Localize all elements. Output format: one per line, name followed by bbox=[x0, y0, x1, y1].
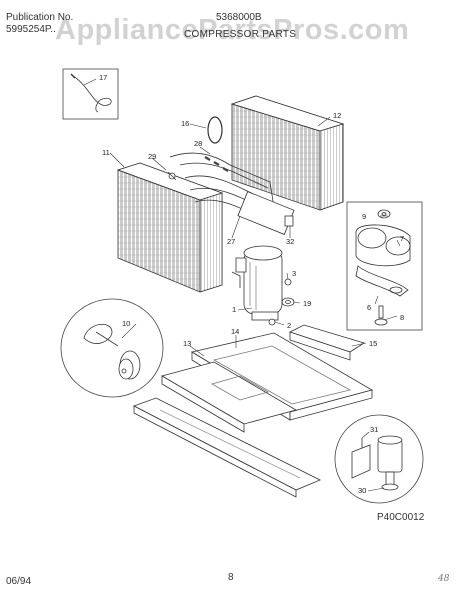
handwritten-mark: 48 bbox=[438, 574, 450, 584]
leader-lines bbox=[83, 78, 401, 492]
part-13-drain-tray bbox=[160, 361, 298, 433]
part-17-capillary-tube bbox=[62, 68, 119, 120]
part-32-fitting bbox=[284, 215, 294, 227]
page-number: 8 bbox=[228, 572, 234, 583]
publication-label: Publication No. bbox=[6, 12, 74, 23]
part-3-bolt bbox=[284, 278, 292, 286]
callout-19: 19 bbox=[303, 299, 311, 308]
callout-16: 16 bbox=[181, 119, 189, 128]
callout-6: 6 bbox=[367, 303, 371, 312]
part-15-bracket bbox=[288, 324, 365, 361]
callout-29: 29 bbox=[148, 152, 156, 161]
callout-14: 14 bbox=[231, 327, 239, 336]
callout-9: 9 bbox=[362, 212, 366, 221]
footer-date: 06/94 bbox=[6, 576, 32, 587]
callout-30: 30 bbox=[358, 486, 366, 495]
detail-box-terminal-cover bbox=[346, 201, 423, 331]
detail-circle-motor-mount bbox=[334, 414, 424, 504]
callout-13: 13 bbox=[183, 339, 191, 348]
part-19-grommet bbox=[281, 297, 295, 307]
detail-circle-capacitor bbox=[60, 298, 164, 398]
callout-3: 3 bbox=[292, 269, 296, 278]
section-title: COMPRESSOR PARTS bbox=[184, 29, 297, 40]
callout-1: 1 bbox=[232, 305, 236, 314]
callout-2: 2 bbox=[287, 321, 291, 330]
callout-17: 17 bbox=[99, 73, 107, 82]
callout-12: 12 bbox=[333, 111, 341, 120]
part-27-tubing-assembly bbox=[167, 152, 295, 235]
callout-28: 28 bbox=[194, 139, 202, 148]
publication-number: 5995254P.. bbox=[6, 24, 56, 35]
callout-8: 8 bbox=[400, 313, 404, 322]
document-number: 5368000B bbox=[216, 12, 262, 23]
base-plate bbox=[133, 397, 321, 498]
part-16-loop-tube bbox=[207, 116, 223, 144]
callout-32: 32 bbox=[286, 237, 294, 246]
part-1-compressor bbox=[231, 245, 283, 326]
callout-27: 27 bbox=[227, 237, 235, 246]
callout-31: 31 bbox=[370, 425, 378, 434]
part-12-condenser-coil bbox=[230, 95, 345, 211]
callout-10: 10 bbox=[122, 319, 130, 328]
callout-7: 7 bbox=[400, 234, 404, 243]
part-11-evaporator-coil bbox=[116, 162, 224, 293]
callout-15: 15 bbox=[369, 339, 377, 348]
callout-11: 11 bbox=[102, 148, 110, 157]
watermark: AppliancePartsPros.com bbox=[55, 14, 410, 46]
figure-code: P40C0012 bbox=[377, 512, 425, 523]
